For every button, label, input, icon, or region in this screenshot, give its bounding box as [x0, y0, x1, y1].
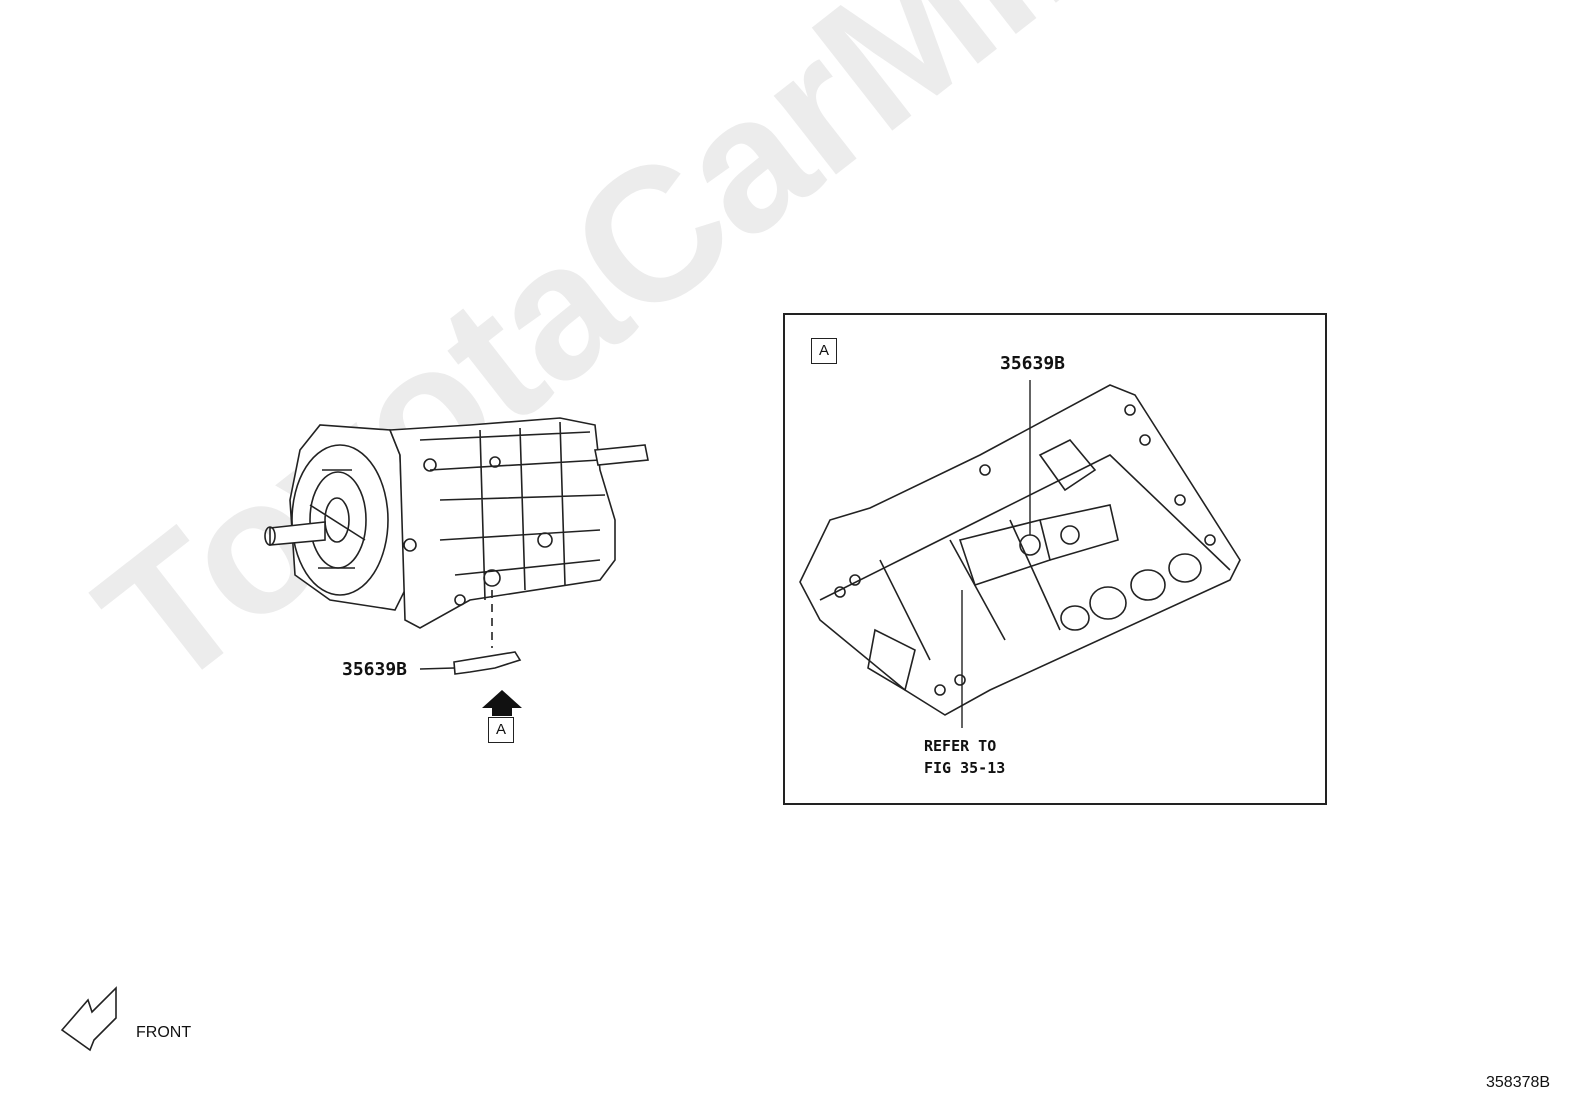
- view-tag-left: A: [488, 717, 514, 743]
- transmission-illustration: [264, 417, 649, 648]
- valve-body-illustration: [799, 384, 1241, 716]
- view-tag-detail: A: [811, 338, 837, 364]
- detail-view-frame: [783, 313, 1327, 805]
- refer-line-2: FIG 35-13: [924, 759, 1006, 777]
- front-label: FRONT: [136, 1024, 192, 1041]
- part-label-left: 35639B: [342, 659, 408, 680]
- refer-line-1: REFER TO: [924, 737, 997, 755]
- view-arrow-up: [482, 690, 522, 716]
- front-arrow-icon: [60, 986, 117, 1052]
- detail-leaders: [961, 380, 1031, 728]
- part-label-detail: 35639B: [1000, 353, 1066, 374]
- figure-code: 358378B: [1486, 1074, 1551, 1091]
- part-35639b-left: [419, 651, 522, 675]
